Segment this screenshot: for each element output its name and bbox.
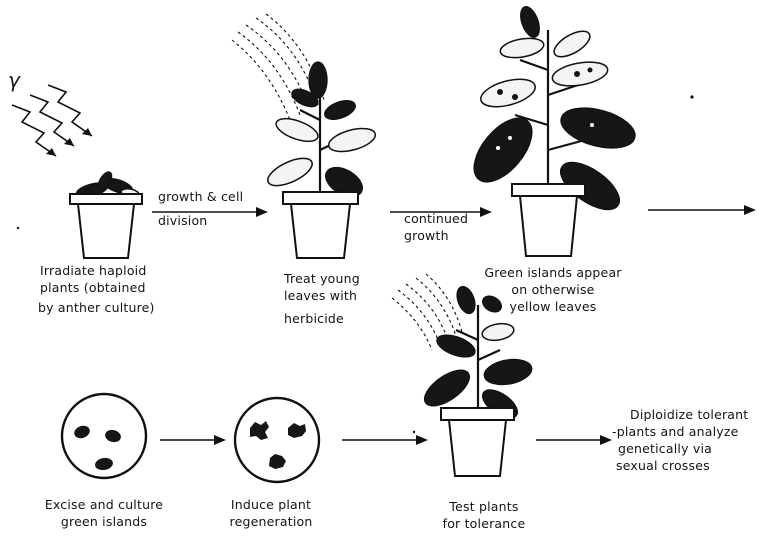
gamma-radiation-icon	[12, 85, 92, 156]
label-green-islands: Green islands appear on otherwise yellow…	[478, 264, 628, 315]
label-induce: Induce plant regeneration	[216, 496, 326, 530]
plant-with-green-islands	[463, 4, 639, 256]
print-speck	[690, 95, 693, 98]
arrow-induce-to-test	[342, 435, 428, 445]
label-excise: Excise and culture green islands	[24, 496, 184, 530]
gamma-symbol: γ	[8, 72, 20, 89]
print-speck	[413, 431, 415, 433]
label-irradiate: Irradiate haploid plants (obtained by an…	[40, 262, 155, 316]
label-test: Test plants for tolerance	[428, 498, 540, 532]
arrow-to-excise	[648, 205, 756, 215]
label-growth-division: growth & cell division	[158, 190, 243, 229]
print-speck	[17, 227, 19, 229]
regeneration-dish	[235, 398, 319, 482]
arrow-test-to-diploidize	[536, 435, 612, 445]
label-diploidize: Diploidize tolerant -plants and analyze …	[612, 406, 748, 474]
label-treat: Treat young leaves with herbicide	[284, 270, 360, 327]
young-plant-treated	[264, 62, 378, 258]
irradiated-haploid-plant	[70, 170, 142, 258]
label-continued-growth: continued growth	[404, 210, 468, 244]
arrow-excise-to-induce	[160, 435, 226, 445]
culture-dish-green-islands	[62, 394, 146, 478]
